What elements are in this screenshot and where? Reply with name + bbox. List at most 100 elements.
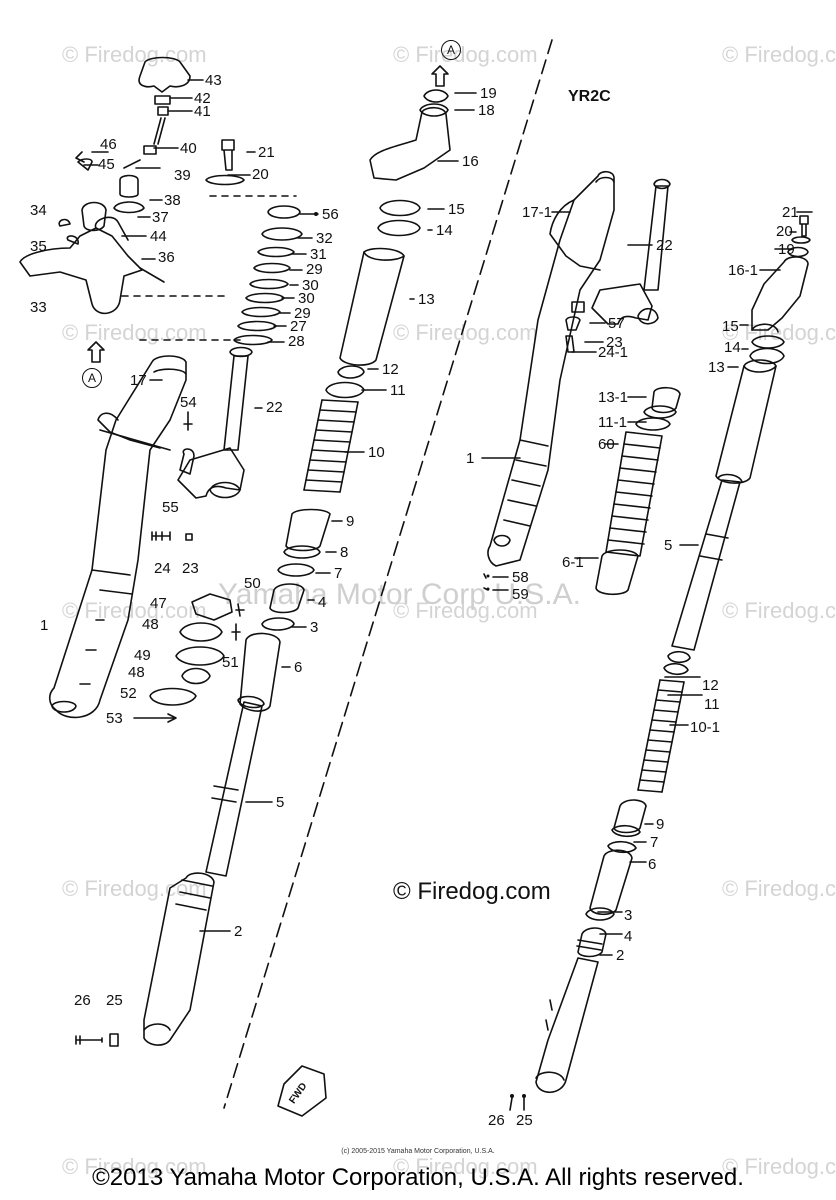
callout-10-1: 10-1 — [690, 719, 721, 736]
upper-cover-right — [715, 359, 777, 484]
watermark: © Firedog.com — [722, 320, 836, 345]
callout-14: 14 — [436, 222, 453, 239]
outer-tube — [48, 355, 187, 719]
callout-6-1: 6-1 — [562, 554, 584, 571]
callout-20: 20 — [252, 166, 269, 183]
bearing-stack — [267, 205, 301, 219]
callout-11: 11 — [704, 696, 720, 713]
callout-16-1: 16-1 — [728, 262, 759, 279]
callout-15: 15 — [722, 318, 739, 335]
stem-right — [643, 185, 669, 291]
callout-30: 30 — [298, 290, 315, 307]
callout-7: 7 — [650, 834, 659, 851]
callout-8: 8 — [340, 544, 349, 561]
callout-40: 40 — [180, 140, 197, 157]
callout-31: 31 — [310, 246, 327, 263]
outer-slider — [143, 872, 215, 1046]
watermark: © Firedog.com — [722, 876, 836, 901]
callout-14: 14 — [724, 339, 741, 356]
callout-39: 39 — [174, 167, 191, 184]
watermark: © Firedog.com — [62, 1154, 207, 1179]
callout-11-1: 11-1 — [598, 414, 627, 431]
callout-28: 28 — [288, 333, 305, 350]
callout-33: 33 — [30, 299, 47, 316]
arrow-53 — [133, 713, 177, 723]
callout-2: 2 — [616, 947, 625, 964]
callout-13: 13 — [708, 359, 725, 376]
callout-3: 3 — [310, 619, 319, 636]
callout-55: 55 — [162, 499, 179, 516]
callout-27: 27 — [290, 318, 307, 335]
callout-9: 9 — [656, 816, 665, 833]
callout-60: 60 — [598, 436, 615, 453]
callout-19: 19 — [778, 241, 795, 258]
callout-35: 35 — [30, 238, 47, 255]
upper-bracket-right — [751, 256, 809, 331]
callout-48: 48 — [142, 616, 159, 633]
upper-bracket — [369, 106, 451, 181]
callout-13-1: 13-1 — [598, 389, 629, 406]
inner-tube — [205, 701, 263, 877]
callout-57: 57 — [608, 315, 625, 332]
callout-38: 38 — [164, 192, 181, 209]
callout-44: 44 — [150, 228, 167, 245]
watermark: © Firedog.com — [393, 1154, 538, 1179]
callout-17-1: 17-1 — [522, 204, 553, 221]
callout-30: 30 — [302, 277, 319, 294]
callout-22: 22 — [656, 237, 673, 254]
watermark: © Firedog.com — [393, 598, 538, 623]
upper-cover — [339, 247, 405, 366]
callout-42: 42 — [194, 90, 211, 107]
spring — [303, 399, 359, 493]
callout-4: 4 — [624, 928, 633, 945]
callout-7: 7 — [334, 565, 343, 582]
callout-36: 36 — [158, 249, 175, 266]
callout-53: 53 — [106, 710, 123, 727]
fwd-arrow — [277, 1065, 327, 1117]
callout-47: 47 — [150, 595, 167, 612]
steering-stem — [223, 355, 249, 451]
watermark: © Firedog.com — [62, 42, 207, 67]
callout-26: 26 — [488, 1112, 505, 1129]
callout-6: 6 — [648, 856, 657, 873]
callout-29: 29 — [306, 261, 323, 278]
watermark: © Firedog.com — [722, 42, 836, 67]
callout-18: 18 — [478, 102, 495, 119]
callout-15: 15 — [448, 201, 465, 218]
callout-9: 9 — [346, 513, 355, 530]
callout-50: 50 — [244, 575, 261, 592]
callout-45: 45 — [98, 156, 115, 173]
copyright-footer: ©2013 Yamaha Motor Corporation, U.S.A. A… — [92, 1164, 744, 1191]
watermark-center: Yamaha Motor Corp U.S.A. — [218, 578, 581, 611]
tube-cover — [239, 632, 281, 712]
damper-knob — [138, 56, 191, 93]
callout-32: 32 — [316, 230, 333, 247]
callout-37: 37 — [152, 209, 169, 226]
callout-20: 20 — [776, 223, 793, 240]
under-bracket — [19, 227, 143, 315]
callout-13: 13 — [418, 291, 435, 308]
callout-56: 56 — [322, 206, 339, 223]
callout-19: 19 — [480, 85, 497, 102]
callout-41: 41 — [194, 103, 211, 120]
callout-11: 11 — [390, 382, 406, 399]
callout-21: 21 — [258, 144, 275, 161]
callout-1: 1 — [466, 450, 475, 467]
callout-23: 23 — [182, 560, 199, 577]
callout-24: 24 — [154, 560, 171, 577]
callout-51: 51 — [222, 654, 239, 671]
callout-25: 25 — [516, 1112, 533, 1129]
callout-49: 49 — [134, 647, 151, 664]
callout-5: 5 — [276, 794, 285, 811]
callout-5: 5 — [664, 537, 673, 554]
callout-46: 46 — [100, 136, 117, 153]
spring-right — [637, 679, 685, 793]
leader-line — [481, 211, 813, 1111]
ref-marker-a: A — [441, 40, 461, 60]
inner-tube-right — [671, 479, 741, 651]
callout-26: 26 — [74, 992, 91, 1009]
watermark: © Firedog.com — [62, 598, 207, 623]
watermark: © Firedog.com — [722, 1154, 836, 1179]
callout-29: 29 — [294, 305, 311, 322]
